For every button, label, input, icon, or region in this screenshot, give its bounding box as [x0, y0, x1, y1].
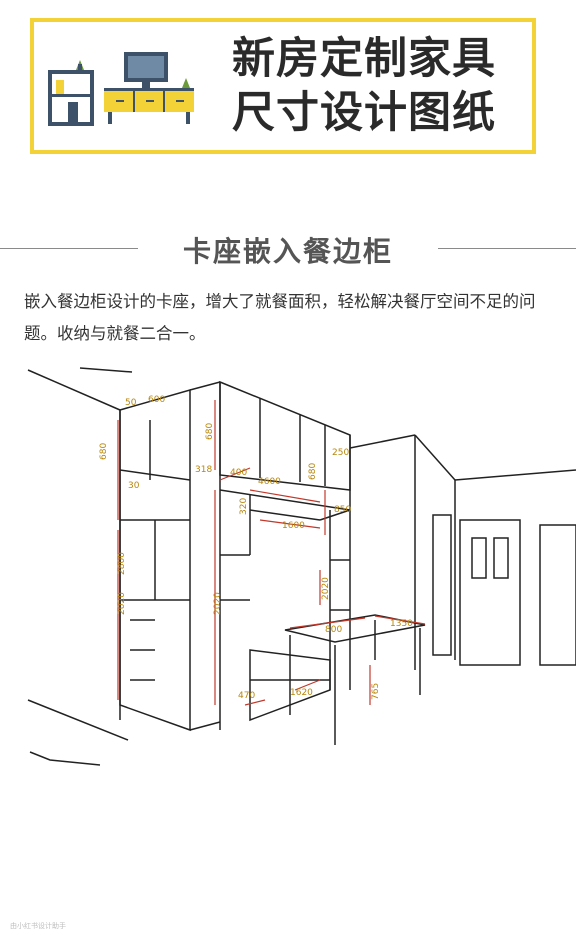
divider-left	[0, 248, 138, 249]
banner-title-line1: 新房定制家具	[232, 34, 496, 84]
header-banner: 新房定制家具 尺寸设计图纸	[30, 18, 536, 154]
dim-label: 318	[195, 465, 212, 475]
dim-label: 2020	[117, 592, 127, 615]
dim-label: 470	[238, 691, 255, 701]
dim-label: 4600	[258, 477, 281, 487]
dim-label: 850	[334, 505, 351, 515]
dim-label: 250	[332, 448, 349, 458]
cabinet-booth-sketch: 50 600 680 680 318 400 4600 680 250 320 …	[27, 367, 576, 766]
dim-label: 800	[325, 625, 342, 635]
dim-label: 1620	[290, 688, 313, 698]
dim-label: 1350	[390, 619, 413, 629]
dim-label: 765	[371, 683, 381, 700]
banner-title: 新房定制家具 尺寸设计图纸	[196, 32, 532, 140]
divider-right	[438, 248, 576, 249]
dim-label: 30	[128, 481, 140, 491]
dim-label: 2020	[213, 592, 223, 615]
dim-label: 680	[308, 463, 318, 480]
dim-label: 1600	[282, 521, 305, 531]
dim-label: 50	[125, 398, 137, 408]
furniture-illustration-icon	[48, 52, 194, 126]
intro-paragraph: 嵌入餐边柜设计的卡座，增大了就餐面积，轻松解决餐厅空间不足的问题。收纳与就餐二合…	[24, 292, 536, 343]
dim-label: 320	[239, 498, 249, 515]
dim-label: 2800	[117, 552, 127, 575]
dim-label: 600	[148, 395, 165, 405]
dim-label: 400	[230, 468, 247, 478]
watermark: 由小红书设计助手	[10, 922, 66, 930]
dim-label: 2020	[321, 577, 331, 600]
section-title: 卡座嵌入餐边柜	[182, 235, 393, 268]
banner-title-line2: 尺寸设计图纸	[232, 88, 496, 138]
dim-label: 680	[99, 443, 109, 460]
dim-label: 680	[205, 423, 215, 440]
section-header: 卡座嵌入餐边柜	[0, 228, 576, 268]
